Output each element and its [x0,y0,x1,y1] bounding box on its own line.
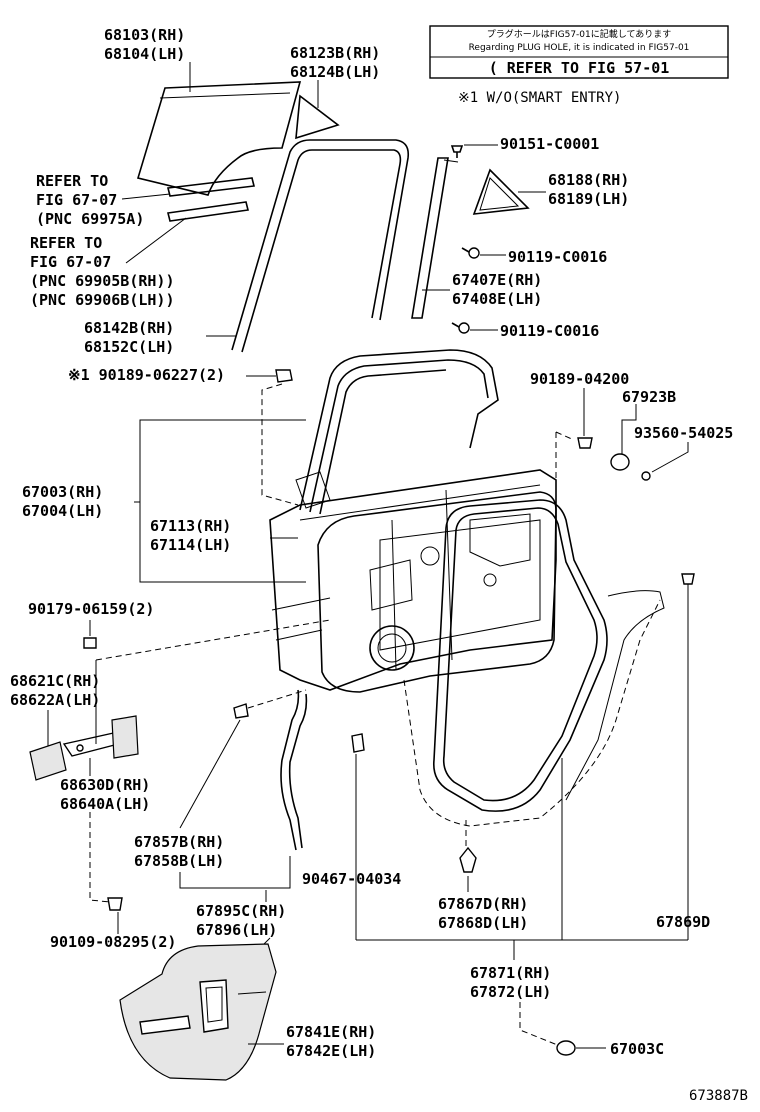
label-67114: 67114(LH) [150,536,231,554]
clip-67003c-icon [556,1040,576,1056]
label-68123b: 68123B(RH) [290,44,380,62]
label-90189-06227: ※1 90189-06227(2) [68,366,225,384]
label-ref2-b: FIG 67-07 [30,253,111,271]
door-trim-panel [119,943,277,1081]
label-67871: 67871(RH) [470,964,551,982]
label-68124b: 68124B(LH) [290,63,380,81]
note-en: Regarding PLUG HOLE, it is indicated in … [469,43,690,53]
smart-entry-note: ※1 W/O(SMART ENTRY) [458,90,621,106]
glass-run-channel [231,139,410,353]
figure-id: 673887B [689,1088,748,1104]
label-ref1-b: FIG 67-07 [36,191,117,209]
label-67869d: 67869D [656,913,710,931]
label-67872: 67872(LH) [470,983,551,1001]
label-67895c: 67895C(RH) [196,902,286,920]
clip-67857b-icon [233,703,249,719]
quarter-glass-small [295,94,340,140]
label-68640a: 68640A(LH) [60,795,150,813]
label-ref2-c: (PNC 69905B(RH)) [30,272,175,290]
label-90119-a: 90119-C0016 [508,248,607,266]
label-ref1-a: REFER TO [36,172,108,190]
door-inner-panel [317,489,557,693]
label-68152c: 68152C(LH) [84,338,174,356]
label-67896: 67896(LH) [196,921,277,939]
label-90151: 90151-C0001 [500,135,599,153]
note-refer: ( REFER TO FIG 57-01 [489,59,670,77]
label-ref2-d: (PNC 69906B(LH)) [30,291,175,309]
header-note-box: プラグホールはFIG57-01に記載してあります Regarding PLUG … [429,25,729,79]
screw-90119-a-icon [461,247,480,259]
label-67408e: 67408E(LH) [452,290,542,308]
quarter-glass-triangle [472,168,530,215]
screw-93560-icon [641,471,651,481]
door-panel-outer [269,469,557,691]
label-68103: 68103(RH) [104,26,185,44]
moulding-67895c [280,689,308,851]
label-68142b: 68142B(RH) [84,319,174,337]
screw-90119-b-icon [451,322,470,334]
door-weatherstrip [432,499,608,812]
bolt-90109-icon [107,897,123,911]
label-67841e: 67841E(RH) [286,1023,376,1041]
label-ref2-a: REFER TO [30,234,102,252]
label-90179: 90179-06159(2) [28,600,154,618]
clip-90189-04200-icon [577,437,593,449]
label-90119-b: 90119-C0016 [500,322,599,340]
label-67003c: 67003C [610,1040,664,1058]
bumper-67923b-icon [610,453,630,471]
label-68621c: 68621C(RH) [10,672,100,690]
clip-67867d-icon [459,846,477,873]
label-67003: 67003(RH) [22,483,103,501]
belt-mouldings [167,177,255,222]
label-90189-04200: 90189-04200 [530,370,629,388]
door-frame-sash [295,349,499,515]
label-67857b: 67857B(RH) [134,833,224,851]
label-93560: 93560-54025 [634,424,733,442]
bolt-90179-icon [83,637,97,649]
label-90109: 90109-08295(2) [50,933,176,951]
label-ref1-c: (PNC 69975A) [36,210,144,228]
label-67923b: 67923B [622,388,676,406]
label-67858b: 67858B(LH) [134,852,224,870]
label-68188: 68188(RH) [548,171,629,189]
label-67867d: 67867D(RH) [438,895,528,913]
label-90467: 90467-04034 [302,870,401,888]
door-check-bracket [29,715,139,781]
screw-90151-icon [450,145,464,158]
note-jp: プラグホールはFIG57-01に記載してあります [487,28,671,40]
clip-90189-06227-icon [275,369,293,383]
label-68104: 68104(LH) [104,45,185,63]
label-68630d: 68630D(RH) [60,776,150,794]
door-glass [136,81,302,196]
clip-90467-icon [351,733,365,753]
body-weatherstrip-67869d [565,590,665,801]
label-67004: 67004(LH) [22,502,103,520]
label-67407e: 67407E(RH) [452,271,542,289]
division-bar [411,157,459,319]
label-68622a: 68622A(LH) [10,691,100,709]
clip-67869d-icon [681,573,695,585]
label-68189: 68189(LH) [548,190,629,208]
label-67842e: 67842E(LH) [286,1042,376,1060]
label-67868d: 67868D(LH) [438,914,528,932]
label-67113: 67113(RH) [150,517,231,535]
